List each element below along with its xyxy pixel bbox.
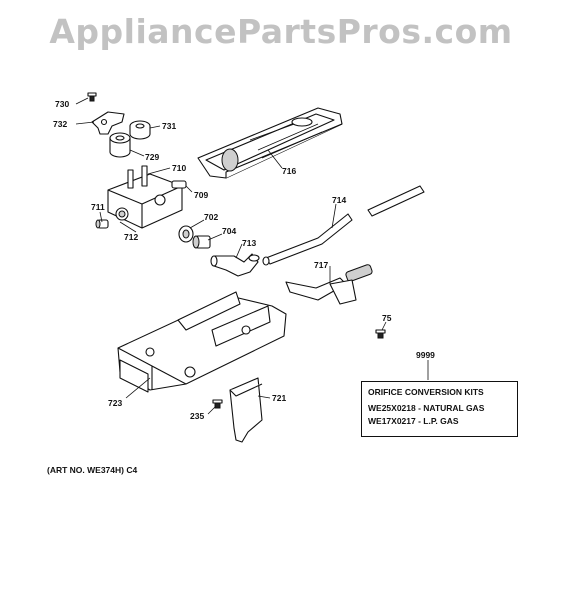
kit-title: ORIFICE CONVERSION KITS [368,387,484,397]
label-730: 730 [55,99,69,109]
kit-desc: NATURAL GAS [423,403,485,413]
part-714-gas-pipe [262,185,425,266]
part-711-orifice [95,219,109,229]
part-712-gas-valve [107,165,183,229]
label-713: 713 [242,238,256,248]
part-723-mounting-bracket [117,291,287,393]
label-723: 723 [108,398,122,408]
part-702-ring [178,225,194,243]
kit-code: WE17X0217 [368,416,416,426]
part-732-bracket [91,111,125,135]
label-710: 710 [172,163,186,173]
leader-lines [75,97,429,415]
label-729: 729 [145,152,159,162]
label-717: 717 [314,260,328,270]
part-729-coil [109,132,131,158]
label-702: 702 [204,212,218,222]
part-716-burner-tray [197,107,343,179]
part-labels: 730 732 731 729 710 709 716 711 712 702 … [53,99,435,421]
part-731-coil [129,120,151,140]
label-714: 714 [332,195,346,205]
label-75: 75 [382,313,392,323]
label-721: 721 [272,393,286,403]
label-711: 711 [91,202,105,212]
label-732: 732 [53,119,67,129]
kit-row-lp-gas: WE17X0217 - L.P. GAS [368,416,459,426]
part-75-screw [375,329,386,339]
part-721-bracket [229,377,263,443]
kit-desc: L.P. GAS [423,416,459,426]
part-235-screw [212,399,223,409]
watermark-text: AppliancePartsPros.com [49,12,513,51]
kit-row-natural-gas: WE25X0218 - NATURAL GAS [368,403,485,413]
orifice-conversion-kits-box: ORIFICE CONVERSION KITS WE25X0218 - NATU… [361,381,518,437]
part-709-fitting [171,180,187,189]
label-716: 716 [282,166,296,176]
kit-code: WE25X0218 [368,403,416,413]
label-712: 712 [124,232,138,242]
label-9999: 9999 [416,350,435,360]
art-number: (ART NO. WE374H) C4 [47,465,138,475]
part-730-screw [87,92,97,102]
part-713-elbow [210,253,260,277]
label-731: 731 [162,121,176,131]
label-704: 704 [222,226,236,236]
label-235: 235 [190,411,204,421]
part-704-nut [192,235,211,249]
label-709: 709 [194,190,208,200]
part-717-igniter [285,264,373,305]
